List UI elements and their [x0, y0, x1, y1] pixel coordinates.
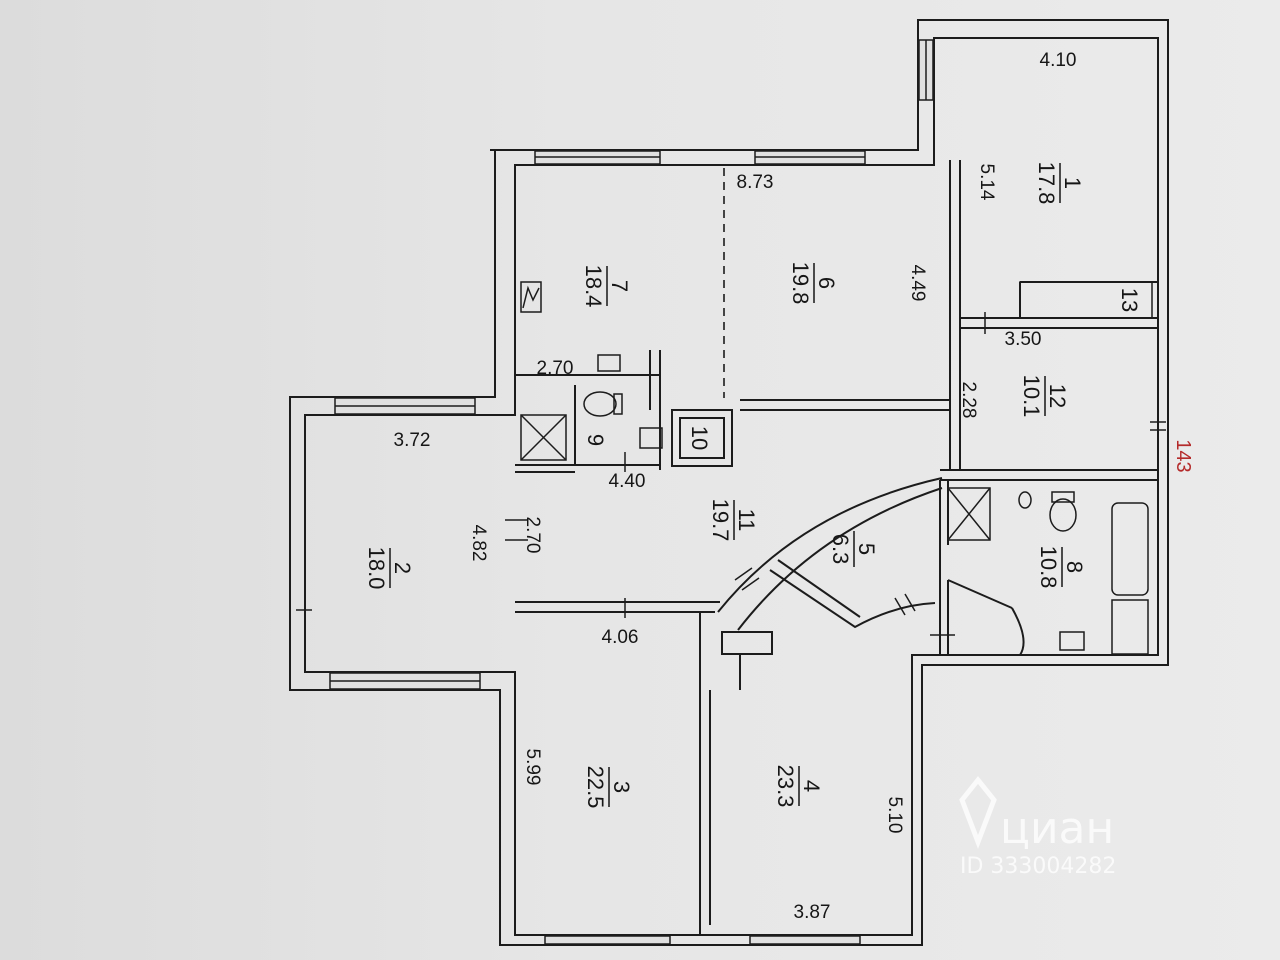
dim-label: 5.14 — [976, 164, 997, 201]
washer-icon — [1111, 599, 1149, 655]
room-labels: 1 17.8 2 18.0 3 22.5 4 23.3 5 6.3 — [364, 162, 1142, 809]
room-number: 9 — [583, 434, 608, 446]
dim-label: 4.10 — [1040, 50, 1077, 71]
room-area: 10.1 — [1019, 375, 1044, 418]
room-area: 19.7 — [708, 499, 733, 542]
watermark: циан ID 333004282 — [959, 775, 1116, 879]
dim-label: 3.87 — [794, 902, 831, 923]
room-number: 3 — [609, 781, 634, 793]
sink-icon — [1059, 631, 1085, 651]
watermark-id: ID 333004282 — [960, 854, 1116, 879]
room-number: 7 — [607, 280, 632, 292]
dim-label: 8.73 — [737, 172, 774, 193]
dim-label: 2.70 — [522, 517, 543, 554]
cian-logo-icon — [959, 775, 997, 850]
bathtub-icon — [1111, 502, 1149, 596]
fixtures — [520, 281, 1153, 655]
sink-icon — [639, 427, 663, 449]
room-area: 19.8 — [788, 262, 813, 305]
dimension-labels: 4.10 5.14 8.73 4.49 3.50 2.28 2.70 4.40 … — [394, 50, 1077, 923]
room-area: 23.3 — [773, 765, 798, 808]
watermark-logo-text: циан — [1000, 803, 1114, 854]
sink-icon — [597, 354, 621, 372]
dim-label: 4.40 — [609, 471, 646, 492]
room-number: 11 — [734, 509, 759, 532]
exterior-walls — [289, 19, 1169, 946]
windows — [329, 39, 934, 945]
bidet-icon — [1018, 491, 1032, 509]
room-number: 2 — [390, 562, 415, 574]
dim-label: 4.49 — [907, 265, 928, 302]
dim-label: 5.99 — [522, 749, 543, 786]
door-marks — [296, 312, 1166, 636]
room-area: 6.3 — [828, 534, 853, 565]
room-area: 18.4 — [581, 265, 606, 308]
room-number: 13 — [1117, 288, 1142, 312]
dim-label: 2.28 — [958, 382, 979, 419]
dim-label: 5.10 — [884, 797, 905, 834]
room-number: 1 — [1060, 177, 1085, 189]
room-number: 10 — [687, 426, 712, 450]
dim-label: 4.82 — [468, 525, 489, 562]
dim-label: 3.50 — [1005, 329, 1042, 350]
dim-label: 4.06 — [602, 627, 639, 648]
toilet-icon — [583, 391, 617, 417]
room-number: 6 — [814, 277, 839, 289]
room-number: 5 — [854, 543, 879, 555]
room-area: 18.0 — [364, 547, 389, 590]
room-area: 22.5 — [583, 766, 608, 809]
dim-label: 2.70 — [537, 358, 574, 379]
room-area: 10.8 — [1036, 546, 1061, 589]
room-number: 4 — [799, 780, 824, 792]
dim-label: 3.72 — [394, 430, 431, 451]
toilet-icon — [1049, 498, 1077, 532]
shower-tray-icon — [520, 414, 567, 461]
room-number: 8 — [1062, 561, 1087, 573]
room-area: 17.8 — [1034, 162, 1059, 205]
plan-marker: 143 — [1172, 439, 1194, 472]
room-number: 12 — [1045, 384, 1070, 408]
shower-tray-icon — [947, 487, 991, 541]
